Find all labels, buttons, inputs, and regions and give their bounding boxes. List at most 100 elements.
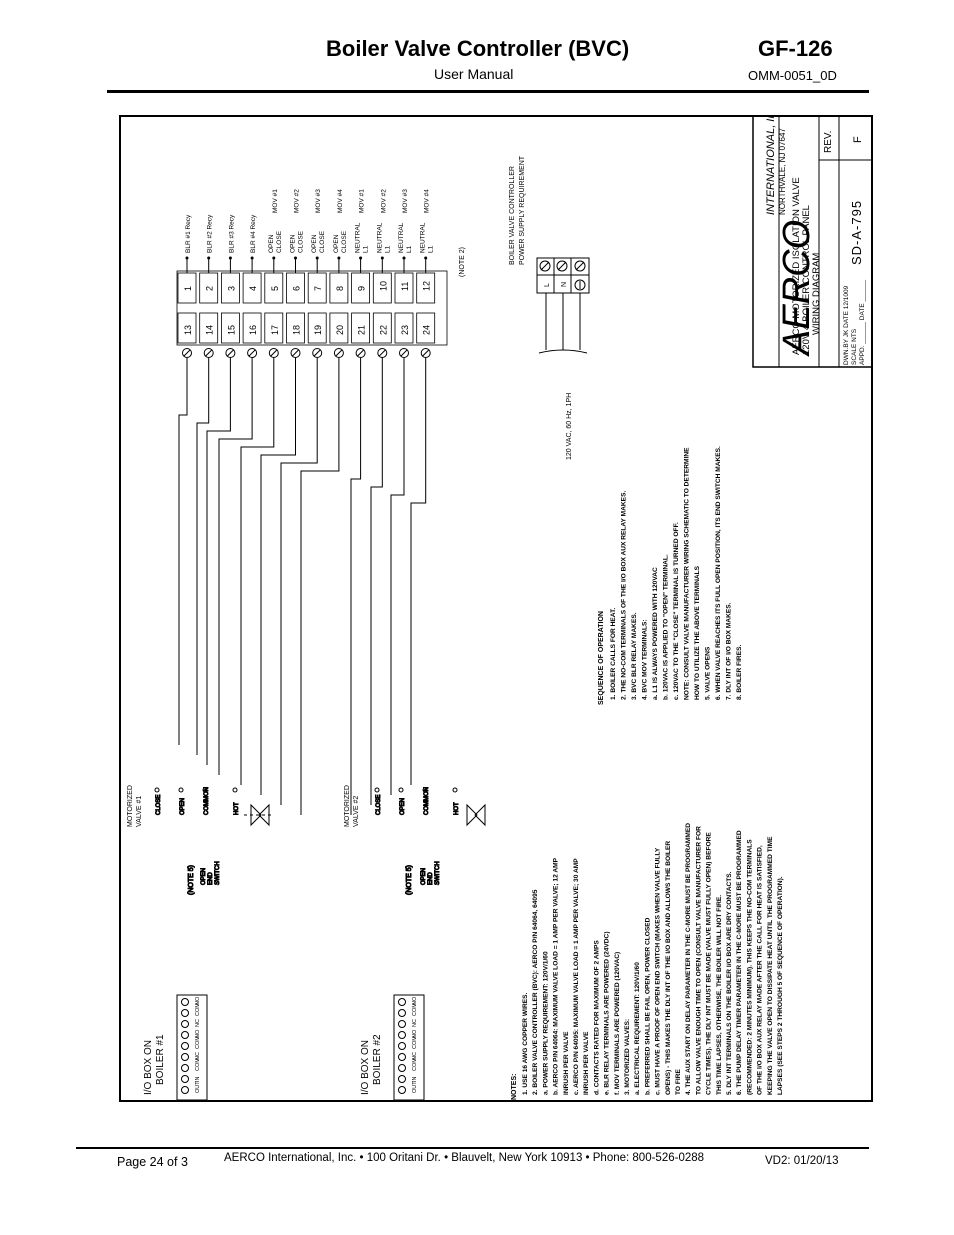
note5-label: (NOTE 5) [406,865,413,895]
io-terminal-label: IN [412,1076,418,1082]
title-desc-2: 120V 4-BOILER CONTROL PANEL [801,205,812,355]
terminal-number: 4 [248,286,258,291]
terminal-label: NEUTRAL [398,222,405,253]
note-line: INRUSH PER VALVE [583,1031,590,1095]
end-switch-label: SWITCH [215,861,221,885]
power-spec: 120 VAC, 60 Hz, 1PH [566,393,573,460]
end-switch-label: OPEN [421,868,427,885]
terminal-label: CLOSE [319,230,326,253]
terminal-mov-label: MOV #2 [380,189,387,213]
end-switch-label: END [208,872,214,885]
terminal-mov-label: MOV #1 [272,189,279,213]
valve1-label-1: MOTORIZED [127,785,134,827]
terminal-label: NEUTRAL [420,222,427,253]
terminal-mov-label: MOV #4 [337,189,344,213]
terminal-number: 13 [183,325,193,335]
note-line: e. BLR RELAY TERMINALS ARE POWERED (24VD… [604,931,611,1095]
terminal-number: 12 [422,281,432,291]
document-number: OMM-0051_0D [748,68,837,83]
valve-terminal-label: CLOSE [156,795,162,815]
io-box-title: I/O BOX ON [143,1040,154,1095]
bvc-title-1: BOILER VALVE CONTROLLER [509,166,516,265]
valve-terminal-label: HOT [454,802,460,815]
power-term-n: N [561,282,568,287]
terminal-number: 3 [226,286,236,291]
note-line: TO FIRE [675,1069,682,1095]
terminal-mov-label: MOV #3 [402,189,409,213]
company-sub: INTERNATIONAL, INC. [765,115,777,215]
valve2-label-1: MOTORIZED [344,785,351,827]
sequence-line: a. L1 IS ALWAYS POWERED WITH 120VAC [652,567,659,700]
power-supply: L N 120 VAC, 60 Hz, 1PH BOILER VALVE CON… [509,155,590,460]
valve-terminal-label: COMMON [204,787,210,815]
sequence-line: NOTE: CONSULT VALVE MANUFACTURER WIRING … [684,447,691,700]
terminal-number: 23 [400,325,410,335]
terminal-number: 16 [248,325,258,335]
note-line: a. ELECTRICAL REQUIREMENT: 120V/1/60 [634,962,641,1095]
valve-2: MOTORIZED VALVE #2 [344,785,486,827]
title-block: AERCO INTERNATIONAL, INC. NORTHVALE, NJ … [752,115,873,368]
terminal-mov-label: MOV #1 [359,189,366,213]
note5-label: (NOTE 5) [188,865,195,895]
terminal-number: 6 [292,286,302,291]
terminal-label: BLR #4 Recy [250,214,257,253]
terminal-label: L1 [428,245,435,253]
valve-terminal-label: OPEN [180,798,186,815]
terminal-number: 18 [292,325,302,335]
terminal-number: 19 [313,325,323,335]
io-terminal-label: IN [195,1076,201,1082]
note-line: b. PREFERRED SHALL BE FAIL OPEN, POWER C… [644,917,651,1095]
terminal-number: 7 [313,286,323,291]
note-line: f. MOV TERMINALS ARE POWERED (120VAC) [614,952,621,1095]
terminal-label: BLR #1 Recy [185,214,192,253]
terminal-number: 5 [270,286,280,291]
header-rule [107,90,869,93]
notes-block: NOTES:1. USE 16 AWG COPPER WIRES.2. BOIL… [511,823,784,1100]
note-line: INRUSH PER VALVE [563,1031,570,1095]
note-line: 4. THE AUX START ON DELAY PARAMETER IN T… [685,823,692,1095]
note-line: c. MUST HAVE A PROOF OF OPEN END SWITCH … [655,847,662,1095]
wiring-diagram: AERCO INTERNATIONAL, INC. NORTHVALE, NJ … [127,115,873,1101]
valve-terminal-label: CLOSE [376,795,382,815]
drawing-number: SD-A-795 [849,200,864,265]
io-terminal-label: COM [195,1058,201,1071]
terminal-label: NEUTRAL [376,222,383,253]
valve-1: MOTORIZED VALVE #1 [127,785,272,827]
company-logo-text: AERCO [776,220,818,357]
io-terminal-label: COM [412,1058,418,1071]
note-line: 3. MOTORIZED VALVES: [624,1019,631,1095]
drawing-frame [119,115,873,1102]
io-terminal-label: COM [412,1003,418,1016]
rev-label: REV. [823,131,834,153]
terminal-number: 20 [335,325,345,335]
note-line: c. AERCO P/N 64095: MAXIMUM VALVE LOAD =… [573,858,580,1095]
title-description: AERCO MOTORIZED ISOLATION VALVE 120V 4-B… [791,177,822,355]
document-code: GF-126 [758,36,833,61]
io-terminal-label: OUT [412,1081,418,1093]
terminal-label: OPEN [290,234,297,253]
terminal-number: 9 [357,286,367,291]
sequence-line: 1. BOILER CALLS FOR HEAT. [610,608,617,700]
note-line: TO ALLOW VALVE ENOUGH TIME TO OPEN (CONS… [695,826,702,1095]
footer-address: AERCO International, Inc. • 100 Oritani … [224,1152,705,1164]
terminal-mov-label: MOV #2 [294,189,301,213]
valve-terminal-label: HOT [234,802,240,815]
note2-label: (NOTE 2) [459,247,466,277]
end-switch-label: OPEN [201,868,207,885]
valve2-label-2: VALVE #2 [353,796,360,827]
io-terminal-label: COM [195,1036,201,1049]
note-line: 6. THE PUMP DELAY TIMER PARAMETER IN THE… [736,830,743,1095]
terminal-number: 24 [422,325,432,335]
terminal-label: L1 [406,245,413,253]
appd: APPD. ______ DATE ______ [859,279,866,365]
note-line: THIS TIME LAPSES, OTHERWISE, THE BOILER … [716,895,723,1095]
footer-version: VD2: 01/20/13 [765,1155,839,1167]
sequence-line: c. 120VAC TO THE "CLOSE" TERMINAL IS TUR… [673,522,680,700]
sequence-line: 7. DLY INT OF I/O BOX MAKES. [726,602,733,700]
company-location: NORTHVALE, NJ 07647 [778,128,787,215]
sequence-line: 8. BOILER FIRES. [736,645,743,700]
terminal-label: L1 [384,245,391,253]
